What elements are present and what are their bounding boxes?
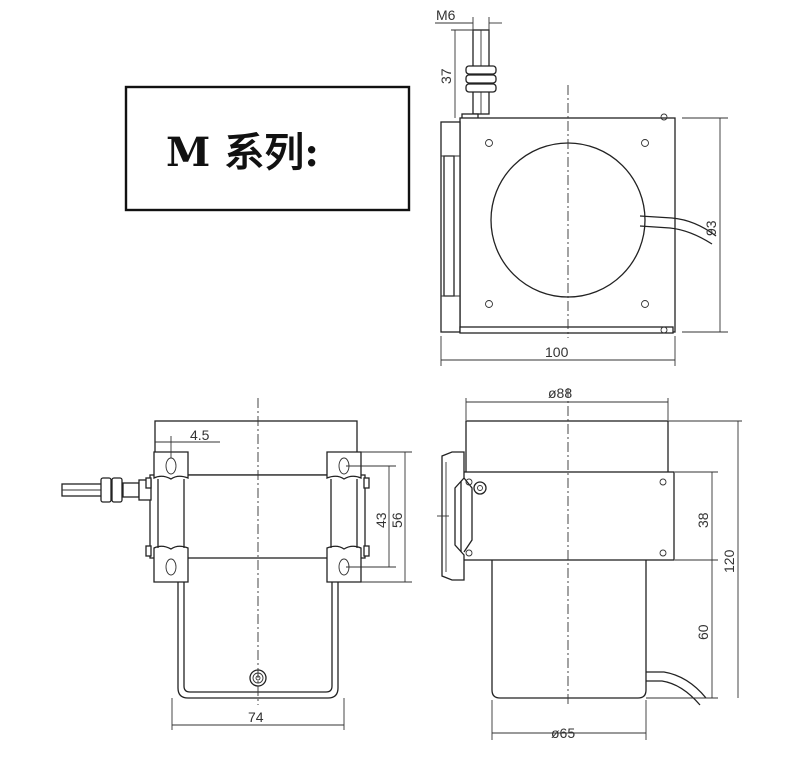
dim-hole-offset-4-5: 4.5 [190, 427, 210, 443]
dim-lower-height-60: 60 [695, 624, 711, 640]
dim-cable-37: 37 [438, 68, 454, 84]
dim-thread-m6: M6 [436, 7, 456, 23]
dim-width-100: 100 [545, 344, 569, 360]
front-view: 4.5 43 56 74 [61, 398, 412, 730]
dim-bottom-diameter-65: ø65 [551, 725, 575, 741]
dim-bracket-width-74: 74 [248, 709, 264, 725]
top-view: M6 37 93 10 [435, 7, 728, 366]
dim-height-93: 93 [703, 220, 719, 236]
dim-bracket-height-56: 56 [389, 512, 405, 528]
title-block: M 系列: [124, 85, 411, 212]
side-view: ø88 ø65 38 60 120 [437, 385, 742, 741]
series-title: M 系列: [166, 129, 319, 176]
dim-total-height-120: 120 [721, 549, 737, 573]
dim-drum-diameter-88: ø88 [548, 385, 572, 401]
dim-hole-spacing-43: 43 [373, 512, 389, 528]
dim-bracket-height-38: 38 [695, 512, 711, 528]
